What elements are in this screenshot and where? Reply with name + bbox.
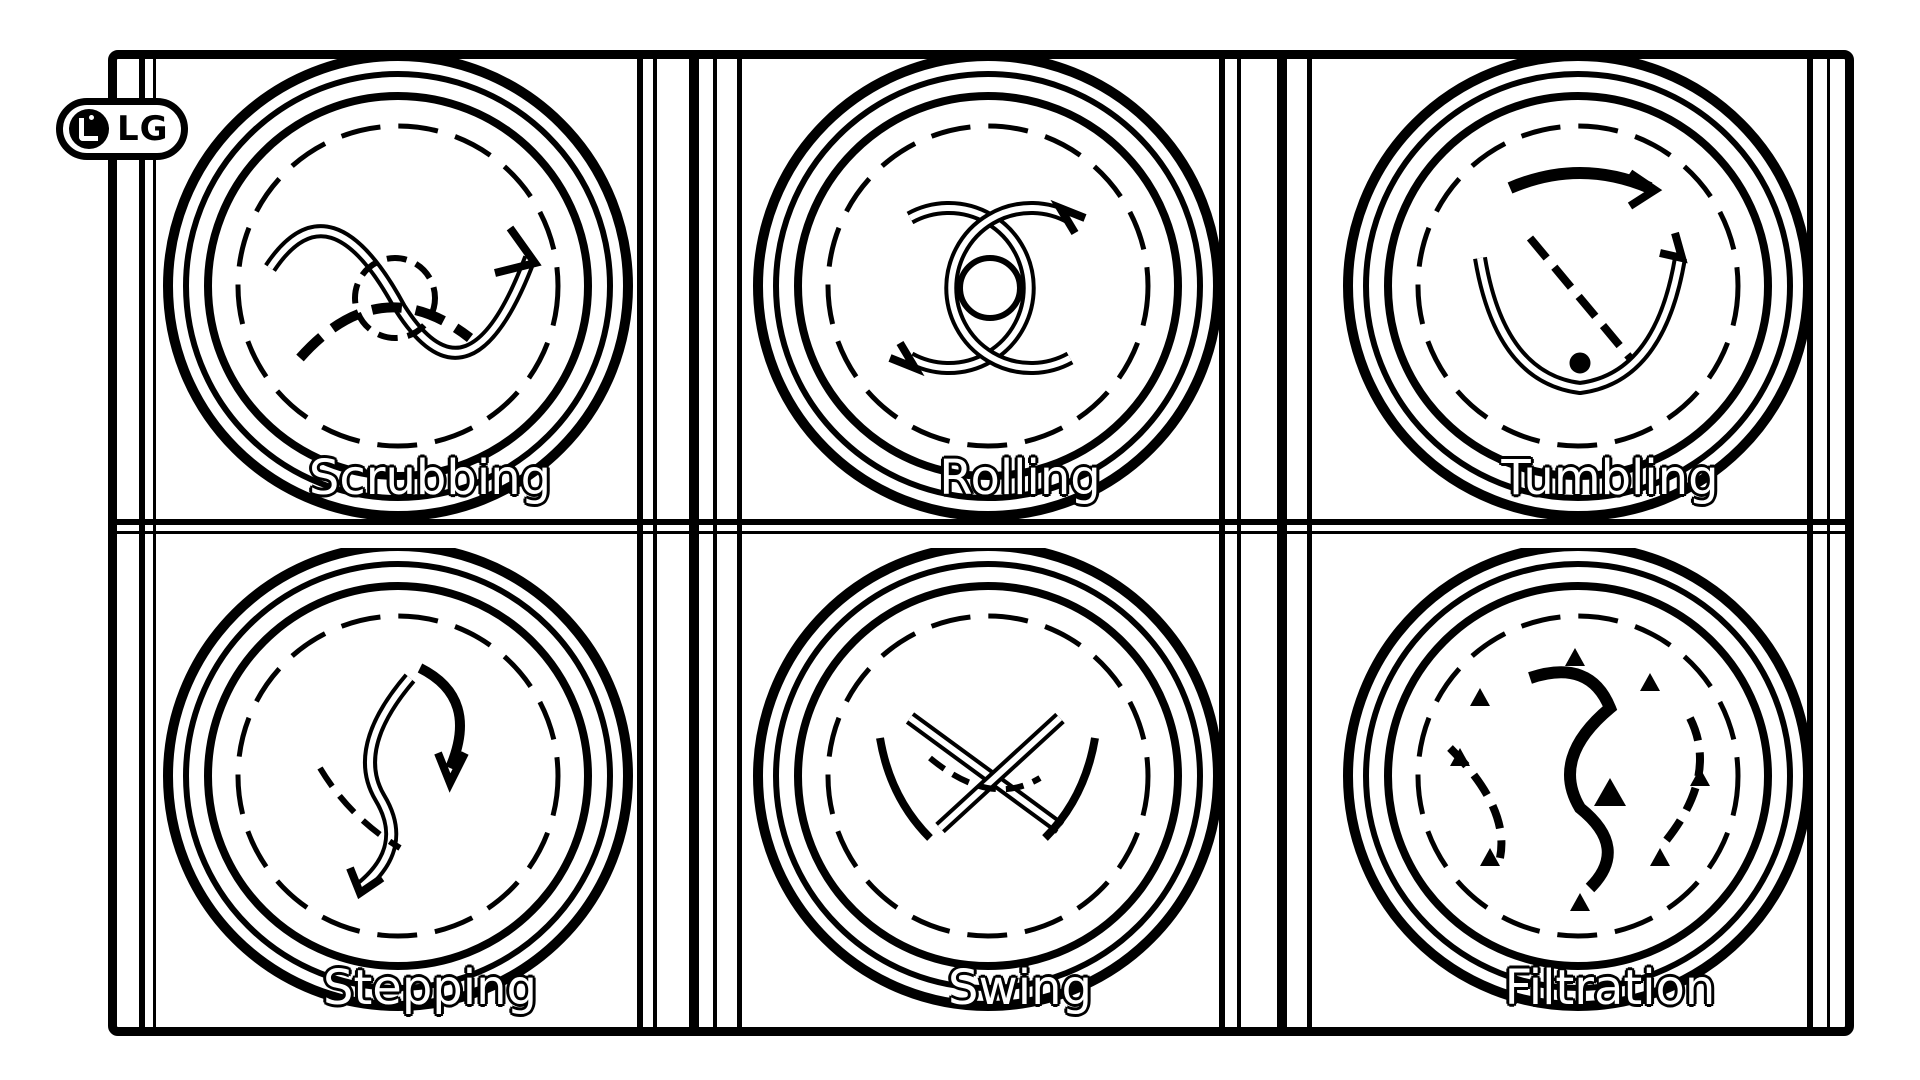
motion-panel-filtration: Filtration xyxy=(1330,548,1890,1018)
motion-panel-stepping: Stepping xyxy=(150,548,710,1018)
motion-panel-rolling: Rolling xyxy=(740,58,1300,528)
motion-label: Rolling xyxy=(938,449,1101,507)
column-divider xyxy=(737,59,742,1027)
motion-label: Stepping xyxy=(322,959,538,1017)
column-divider xyxy=(1807,59,1813,1027)
lg-face-icon xyxy=(69,109,109,149)
column-divider xyxy=(1307,59,1312,1027)
column-divider xyxy=(1827,59,1830,1027)
row-divider xyxy=(117,519,1845,525)
tumbling-motion-icon xyxy=(1343,58,1813,521)
column-divider xyxy=(1237,59,1241,1027)
column-divider xyxy=(689,59,699,1027)
motion-label: Filtration xyxy=(1504,959,1717,1017)
stepping-motion-icon xyxy=(163,548,633,1011)
motion-label: Swing xyxy=(947,959,1093,1017)
column-divider xyxy=(713,59,717,1027)
motion-label: Scrubbing xyxy=(308,449,552,507)
column-divider xyxy=(139,59,145,1027)
column-divider xyxy=(637,59,643,1027)
motion-label: Tumbling xyxy=(1500,449,1719,507)
motion-panel-scrubbing: Scrubbing xyxy=(150,58,710,528)
column-divider xyxy=(1219,59,1225,1027)
column-divider xyxy=(1277,59,1287,1027)
swing-motion-icon xyxy=(753,548,1223,1011)
scrubbing-motion-icon xyxy=(163,58,633,521)
motion-panel-tumbling: Tumbling xyxy=(1330,58,1890,528)
column-divider xyxy=(653,59,657,1027)
column-divider xyxy=(153,59,156,1027)
filtration-motion-icon xyxy=(1343,548,1813,1011)
row-divider xyxy=(117,531,1845,534)
motion-panel-swing: Swing xyxy=(740,548,1300,1018)
logo-text: LG xyxy=(117,109,169,149)
lg-logo: LG xyxy=(56,98,188,160)
rolling-motion-icon xyxy=(753,58,1223,521)
